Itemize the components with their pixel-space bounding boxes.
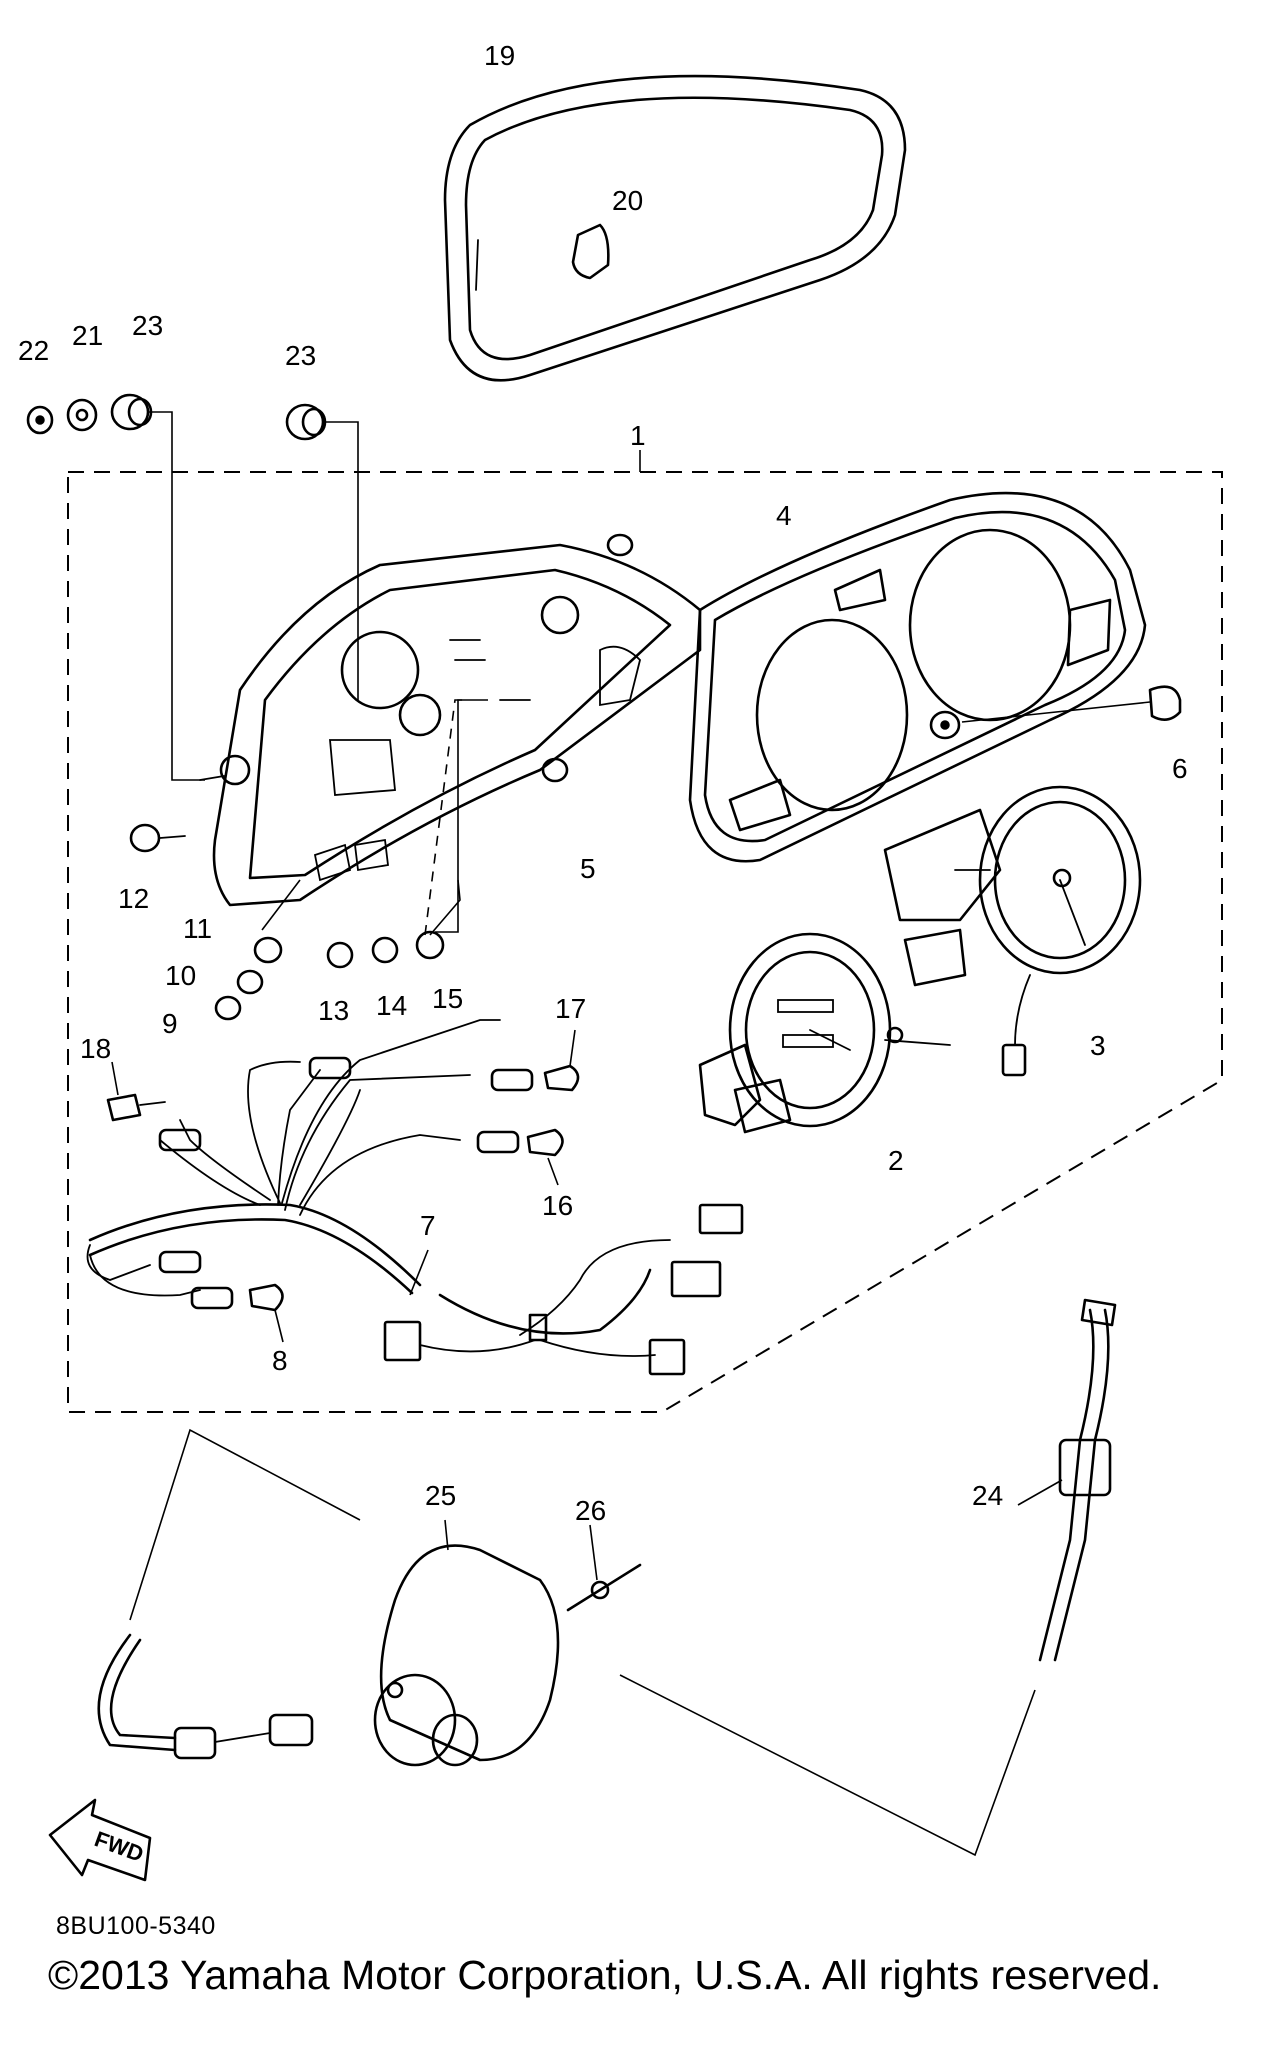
callout-4: 4: [776, 500, 792, 531]
bulb-part-16: [526, 1128, 564, 1186]
callout-22: 22: [18, 335, 49, 366]
speedometer-part-2: [698, 932, 951, 1134]
meter-assembly-outline-part-1: [67, 450, 1223, 1413]
callout-24: 24: [972, 1480, 1003, 1511]
callout-16: 16: [542, 1190, 573, 1221]
callout-17: 17: [555, 993, 586, 1024]
bulb-part-17: [543, 1029, 580, 1092]
wire-harness-part-7: [86, 1019, 744, 1376]
meter-panel-part-4: [688, 491, 1147, 863]
diagram-code: 8BU100-5340: [56, 1912, 216, 1940]
pin-part-26: [566, 1524, 642, 1612]
meter-case-part-5: [199, 533, 702, 907]
callout-13: 13: [318, 995, 349, 1026]
callout-18: 18: [80, 1033, 111, 1064]
callout-11: 11: [183, 913, 212, 944]
callout-1: 1: [630, 420, 646, 451]
screw-part-12: [129, 823, 186, 853]
callout-9: 9: [162, 1008, 178, 1039]
nut-part-11: [253, 936, 283, 964]
washer-part-21: [66, 398, 98, 432]
callout-25: 25: [425, 1480, 456, 1511]
grommet-part-23a: [110, 393, 153, 431]
screw-part-18: [106, 1061, 166, 1122]
callout-6: 6: [1172, 753, 1188, 784]
meter-gear-part-25: [373, 1519, 560, 1767]
tachometer-part-3: [883, 785, 1142, 1077]
callout-10: 10: [165, 960, 196, 991]
callout-7: 7: [420, 1210, 436, 1241]
callout-2: 2: [888, 1145, 904, 1176]
callout-20: 20: [612, 185, 643, 216]
callout-15: 15: [432, 983, 463, 1014]
grommet-part-23b: [285, 403, 327, 441]
grommet-part-15: [415, 930, 445, 960]
meter-cover-part-19: [443, 74, 907, 382]
callout-5: 5: [580, 853, 596, 884]
callout-19: 19: [484, 40, 515, 71]
cable-lower-end: [97, 1633, 314, 1760]
screw-part-9: [214, 995, 242, 1021]
callout-23a: 23: [132, 310, 163, 341]
copyright-notice: ©2013 Yamaha Motor Corporation, U.S.A. A…: [48, 1952, 1162, 1998]
callout-12: 12: [118, 883, 149, 914]
callout-8: 8: [272, 1345, 288, 1376]
emblem-part-20: [571, 223, 610, 280]
callout-3: 3: [1090, 1030, 1106, 1061]
callout-23b: 23: [285, 340, 316, 371]
washer-part-14: [371, 936, 399, 964]
nut-part-22: [26, 405, 54, 435]
callout-26: 26: [575, 1495, 606, 1526]
callout-14: 14: [376, 990, 407, 1021]
bulb-part-8: [248, 1283, 284, 1343]
washer-part-13: [326, 941, 354, 969]
forward-arrow-icon: FWD: [48, 1798, 152, 1882]
bulb-part-6: [929, 685, 1182, 740]
washer-part-10: [236, 969, 264, 995]
speedometer-cable-part-24: [1017, 1298, 1117, 1662]
callout-21: 21: [72, 320, 103, 351]
